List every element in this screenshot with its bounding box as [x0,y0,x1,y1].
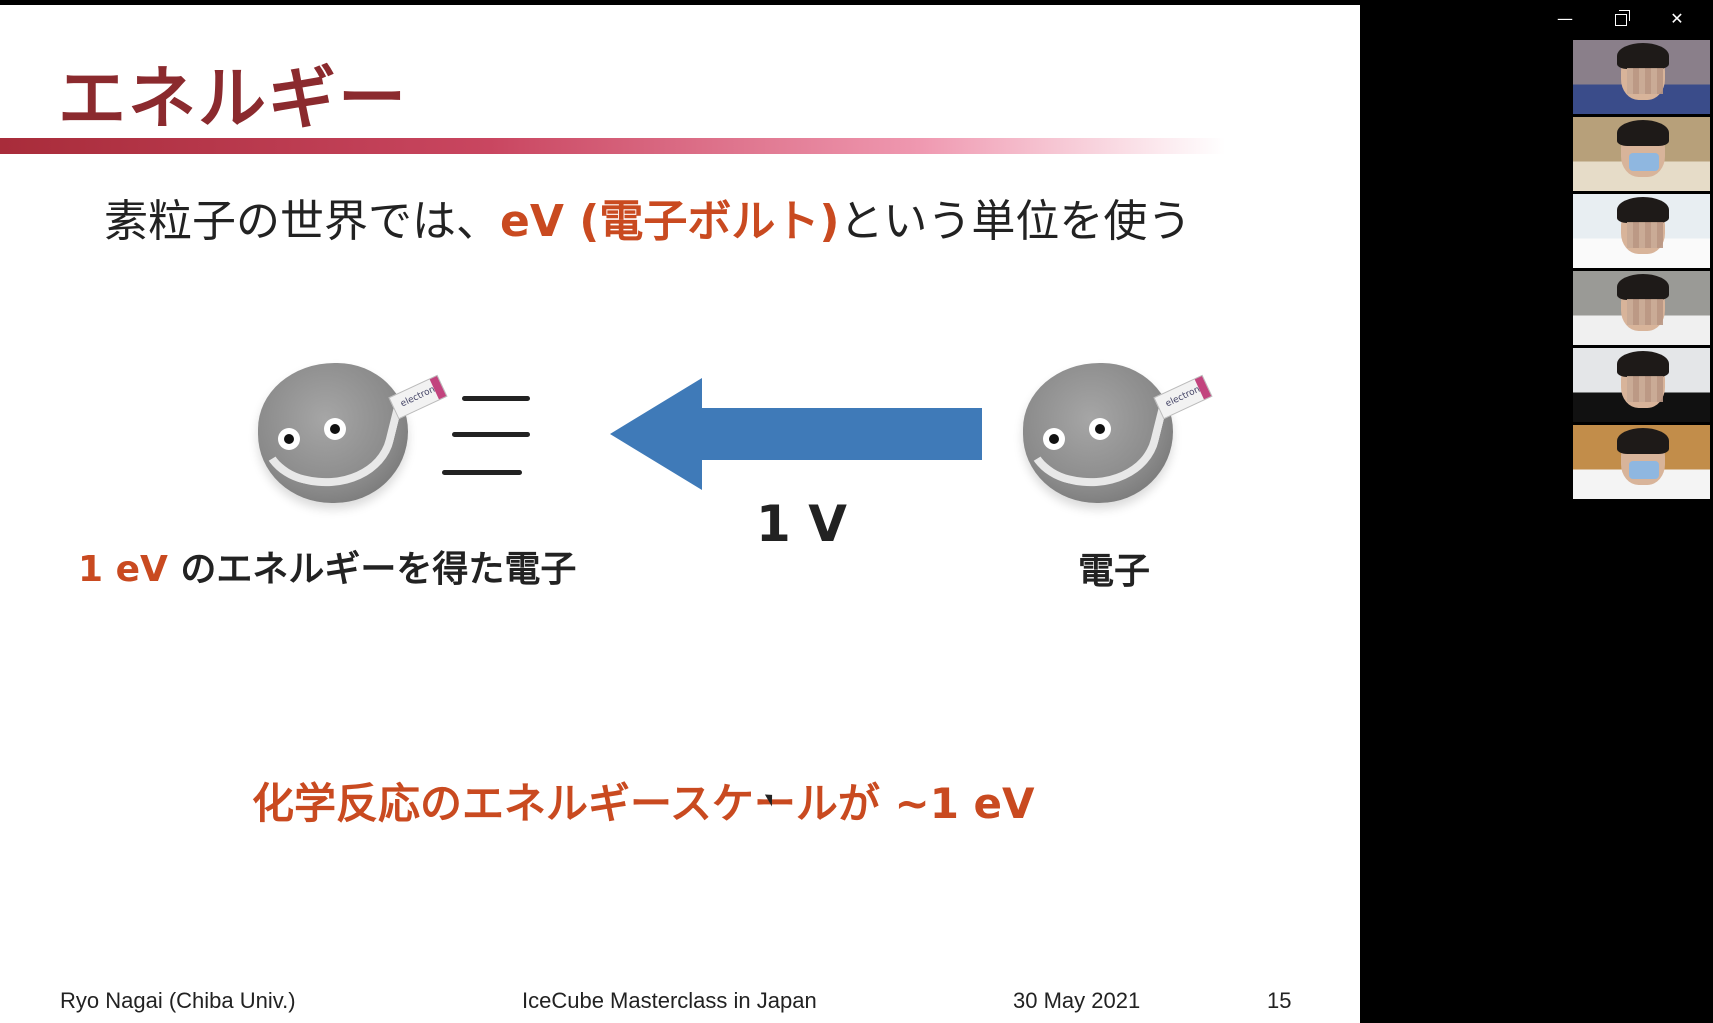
resting-electron-image: electron [1023,363,1183,513]
voltage-label: 1 V [756,495,847,553]
privacy-blur [1627,376,1663,402]
participant-hair [1617,43,1669,69]
electron-tag: electron [388,375,447,420]
slide-subtitle: 素粒子の世界では、eV (電子ボルト)という単位を使う [104,185,1191,249]
resting-electron-label: 電子 [1078,542,1150,594]
shared-slide: エネルギー 素粒子の世界では、eV (電子ボルト)という単位を使う electr… [0,5,1360,1023]
moving-electron-text: のエネルギーを得た電子 [168,549,577,590]
left-arrow-icon [610,378,982,490]
restore-icon [1615,14,1627,26]
privacy-blur [1627,222,1663,248]
participant-video-strip [1573,40,1710,502]
participant-hair [1617,120,1669,146]
close-button[interactable]: ✕ [1657,6,1697,32]
privacy-blur [1627,299,1663,325]
face-mask [1629,461,1659,479]
speed-line [462,396,530,401]
privacy-blur [1627,68,1663,94]
subtitle-text-before: 素粒子の世界では、 [104,196,500,247]
participant-hair [1617,428,1669,454]
window-controls: — ✕ [1523,0,1713,38]
electron-eye-right [324,418,346,440]
footer-date: 30 May 2021 [1013,988,1140,1014]
moving-electron-image: electron [258,363,418,513]
participant-hair [1617,274,1669,300]
energy-value: 1 eV [78,549,168,590]
participant-hair [1617,197,1669,223]
footer-author: Ryo Nagai (Chiba Univ.) [60,988,296,1014]
moving-electron-label: 1 eV のエネルギーを得た電子 [78,540,576,592]
participant-video-tile[interactable] [1573,40,1710,114]
participant-hair [1617,351,1669,377]
participant-video-tile[interactable] [1573,117,1710,191]
subtitle-highlight: eV (電子ボルト) [500,196,839,247]
participant-video-tile[interactable] [1573,425,1710,499]
footer-event: IceCube Masterclass in Japan [522,988,817,1014]
participant-video-tile[interactable] [1573,271,1710,345]
title-underline [0,138,1225,154]
participant-video-tile[interactable] [1573,194,1710,268]
minimize-button[interactable]: — [1545,6,1585,32]
speed-line [442,470,522,475]
face-mask [1629,153,1659,171]
speed-line [452,432,530,437]
electron-tag: electron [1153,375,1212,420]
participant-video-tile[interactable] [1573,348,1710,422]
electron-eye-left [278,428,300,450]
electron-eye-right [1089,418,1111,440]
subtitle-text-after: という単位を使う [839,196,1191,247]
chemical-energy-note: 化学反応のエネルギースケールが ~1 eV [252,770,1035,831]
page-number: 15 [1267,988,1291,1014]
electron-eye-left [1043,428,1065,450]
restore-button[interactable] [1601,6,1641,32]
slide-title: エネルギー [58,43,408,142]
